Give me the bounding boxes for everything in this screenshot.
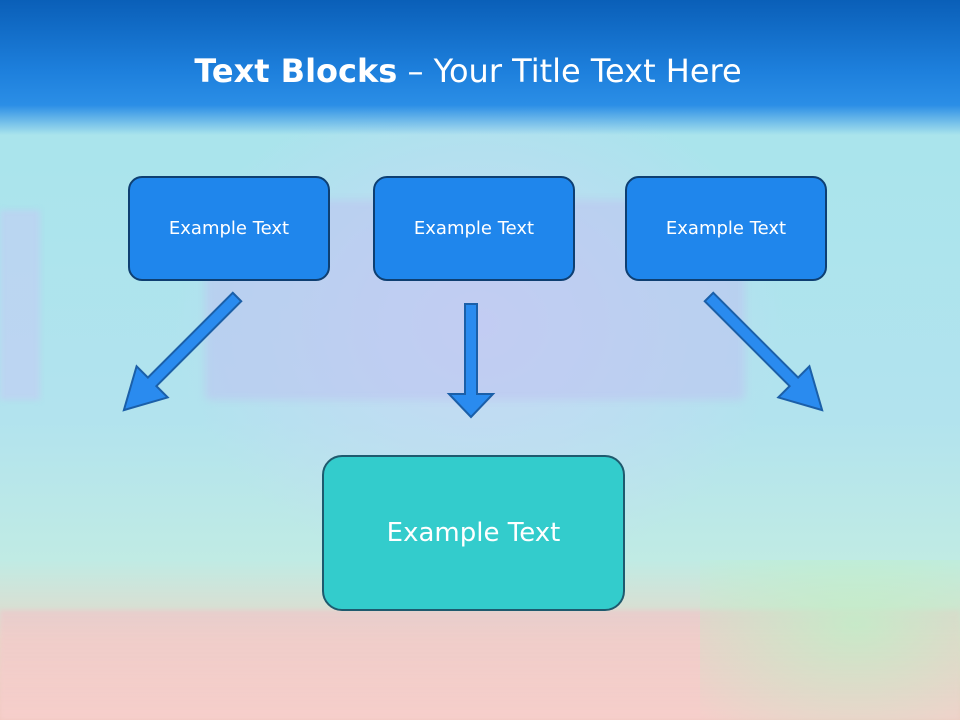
slide-title: Text Blocks – Your Title Text Here bbox=[0, 52, 948, 90]
background-blur-green bbox=[700, 560, 960, 720]
text-block-right-label: Example Text bbox=[665, 218, 787, 239]
background-blur-left bbox=[0, 210, 40, 400]
target-text-block[interactable]: Example Text bbox=[322, 455, 625, 611]
text-block-center-label: Example Text bbox=[413, 218, 535, 239]
arrow-right-diagonal bbox=[703, 291, 824, 412]
arrow-left-diagonal bbox=[122, 291, 243, 412]
arrow-center-down bbox=[446, 303, 496, 419]
title-bold: Text Blocks bbox=[194, 52, 398, 90]
text-block-center[interactable]: Example Text bbox=[373, 176, 575, 281]
text-block-left-label: Example Text bbox=[168, 218, 290, 239]
text-block-right[interactable]: Example Text bbox=[625, 176, 827, 281]
title-separator: – bbox=[397, 52, 434, 90]
text-block-left[interactable]: Example Text bbox=[128, 176, 330, 281]
target-text-block-label: Example Text bbox=[386, 518, 561, 548]
title-rest: Your Title Text Here bbox=[433, 52, 742, 90]
